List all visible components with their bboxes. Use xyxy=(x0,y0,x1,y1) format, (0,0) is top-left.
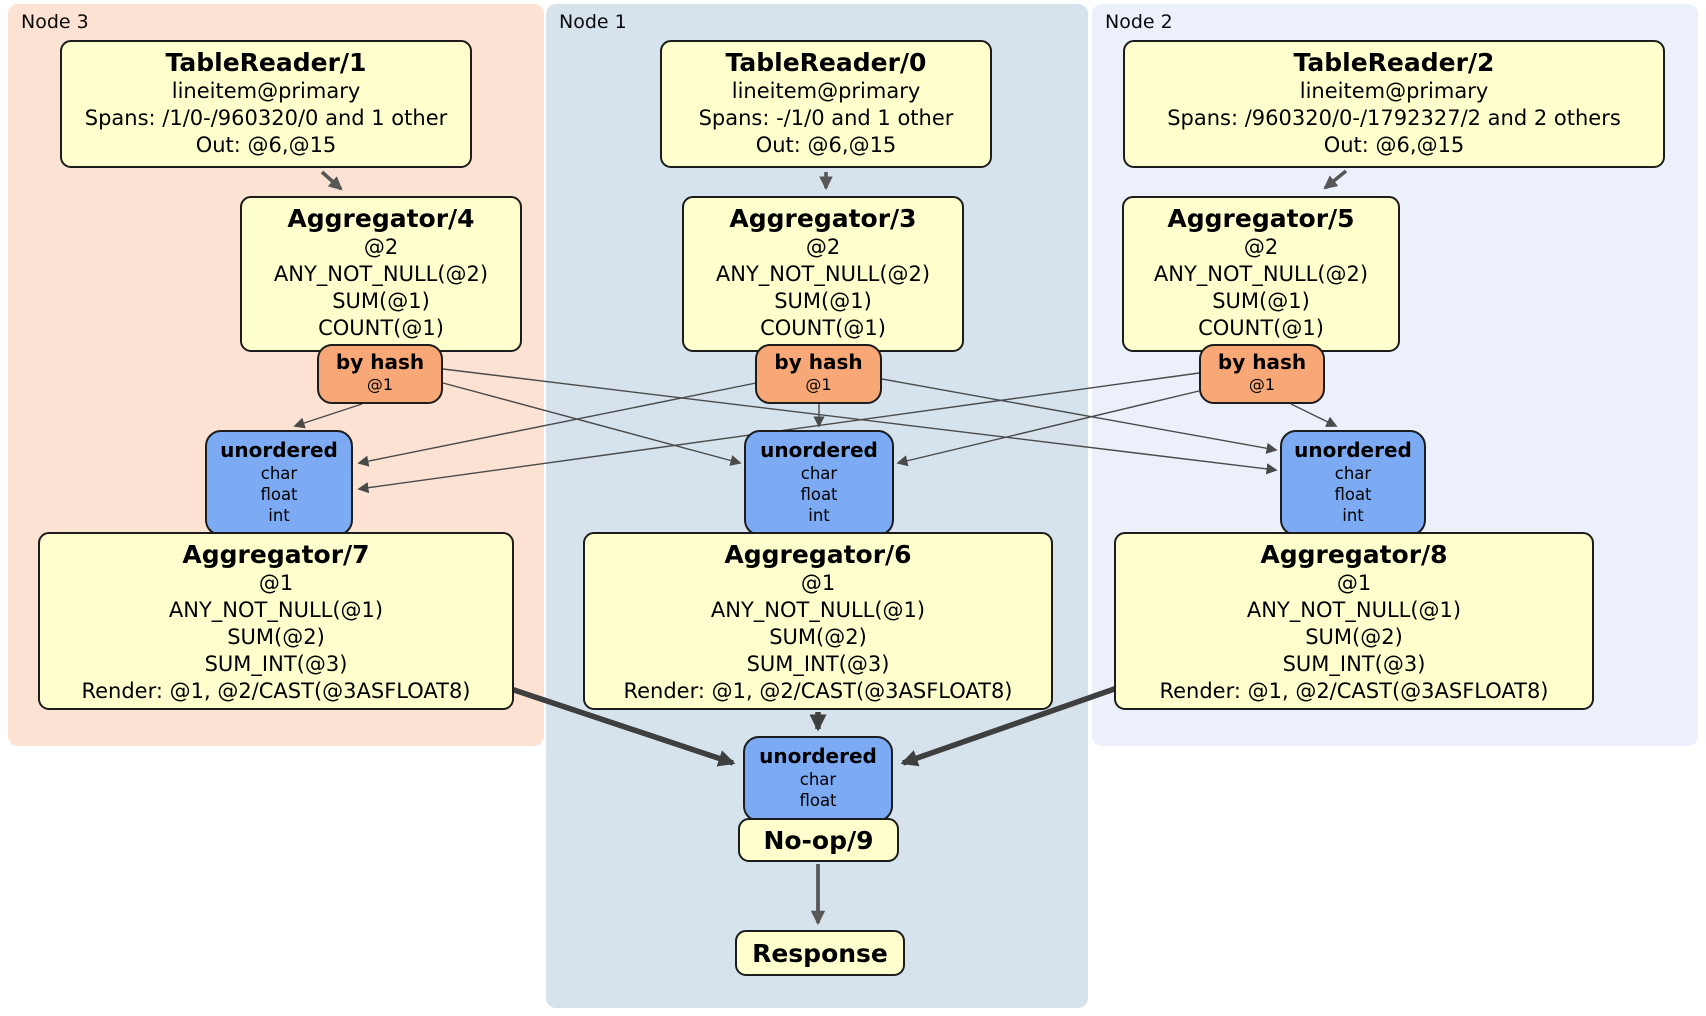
processor-line: Spans: /1/0-/960320/0 and 1 other xyxy=(84,106,448,130)
processor-aggregator-3: Aggregator/3 @2 ANY_NOT_NULL(@2) SUM(@1)… xyxy=(682,196,964,352)
sync-title: unordered xyxy=(220,438,338,462)
processor-title: TableReader/0 xyxy=(725,48,927,77)
processor-line: Render: @1, @2/CAST(@3ASFLOAT8) xyxy=(1159,679,1549,703)
sync-title: unordered xyxy=(760,438,878,462)
sync-column: float xyxy=(799,791,837,810)
sync-title: unordered xyxy=(759,744,877,768)
processor-line: SUM(@1) xyxy=(332,289,430,313)
processor-line: @1 xyxy=(258,571,294,595)
processor-title: Aggregator/7 xyxy=(182,540,370,569)
router-by-hash-node2: by hash @1 xyxy=(1199,344,1325,404)
processor-title: TableReader/2 xyxy=(1293,48,1495,77)
processor-line: COUNT(@1) xyxy=(1198,316,1324,340)
processor-aggregator-7: Aggregator/7 @1 ANY_NOT_NULL(@1) SUM(@2)… xyxy=(38,532,514,710)
processor-line: Out: @6,@15 xyxy=(755,133,897,157)
processor-line: SUM_INT(@3) xyxy=(1282,652,1426,676)
processor-line: SUM_INT(@3) xyxy=(204,652,348,676)
processor-title: TableReader/1 xyxy=(165,48,367,77)
processor-tablereader-0: TableReader/0 lineitem@primary Spans: -/… xyxy=(660,40,992,168)
processor-line: SUM(@1) xyxy=(1212,289,1310,313)
sync-unordered-node2: unordered char float int xyxy=(1280,430,1426,536)
sync-column: char xyxy=(1334,464,1372,483)
sync-column: char xyxy=(800,464,838,483)
processor-line: Spans: -/1/0 and 1 other xyxy=(698,106,954,130)
sync-column: int xyxy=(808,506,830,525)
processor-title: Aggregator/4 xyxy=(287,204,475,233)
processor-line: SUM(@2) xyxy=(227,625,325,649)
processor-line: SUM(@2) xyxy=(1305,625,1403,649)
processor-line: ANY_NOT_NULL(@1) xyxy=(168,598,384,622)
processor-line: SUM_INT(@3) xyxy=(746,652,890,676)
node3-label: Node 3 xyxy=(21,11,89,33)
processor-title: Aggregator/3 xyxy=(729,204,917,233)
sync-title: unordered xyxy=(1294,438,1412,462)
router-detail: @1 xyxy=(1248,375,1276,394)
processor-line: SUM(@1) xyxy=(774,289,872,313)
router-detail: @1 xyxy=(366,375,394,394)
processor-line: @1 xyxy=(1336,571,1372,595)
sync-column: float xyxy=(260,485,298,504)
processor-title: Aggregator/6 xyxy=(724,540,912,569)
processor-tablereader-2: TableReader/2 lineitem@primary Spans: /9… xyxy=(1123,40,1665,168)
router-title: by hash xyxy=(1217,350,1307,374)
sync-column: int xyxy=(1342,506,1364,525)
processor-line: ANY_NOT_NULL(@1) xyxy=(1246,598,1462,622)
processor-line: ANY_NOT_NULL(@2) xyxy=(273,262,489,286)
processor-line: COUNT(@1) xyxy=(318,316,444,340)
node1-label: Node 1 xyxy=(559,11,627,33)
sync-unordered-final: unordered char float xyxy=(743,736,893,822)
processor-aggregator-4: Aggregator/4 @2 ANY_NOT_NULL(@2) SUM(@1)… xyxy=(240,196,522,352)
router-by-hash-node1: by hash @1 xyxy=(755,344,882,404)
processor-noop-9: No-op/9 xyxy=(738,818,899,862)
processor-line: ANY_NOT_NULL(@2) xyxy=(715,262,931,286)
processor-line: lineitem@primary xyxy=(1299,79,1489,103)
processor-title: Aggregator/8 xyxy=(1260,540,1448,569)
sync-column: float xyxy=(1334,485,1372,504)
processor-line: COUNT(@1) xyxy=(760,316,886,340)
processor-line: ANY_NOT_NULL(@1) xyxy=(710,598,926,622)
processor-response: Response xyxy=(735,930,905,976)
sync-column: int xyxy=(268,506,290,525)
processor-line: @1 xyxy=(800,571,836,595)
processor-line: lineitem@primary xyxy=(731,79,921,103)
sync-column: char xyxy=(260,464,298,483)
processor-line: Out: @6,@15 xyxy=(195,133,337,157)
sync-column: char xyxy=(799,770,837,789)
processor-title: Response xyxy=(752,938,888,968)
router-by-hash-node3: by hash @1 xyxy=(317,344,443,404)
sync-column: float xyxy=(800,485,838,504)
aggregator-to-final-sync-edges xyxy=(510,684,1121,767)
processor-title: Aggregator/5 xyxy=(1167,204,1355,233)
sync-unordered-node1: unordered char float int xyxy=(744,430,894,536)
processor-tablereader-1: TableReader/1 lineitem@primary Spans: /1… xyxy=(60,40,472,168)
sync-unordered-node3: unordered char float int xyxy=(205,430,353,536)
processor-line: SUM(@2) xyxy=(769,625,867,649)
processor-line: Render: @1, @2/CAST(@3ASFLOAT8) xyxy=(623,679,1013,703)
processor-title: No-op/9 xyxy=(763,825,874,855)
processor-line: Out: @6,@15 xyxy=(1323,133,1465,157)
processor-aggregator-8: Aggregator/8 @1 ANY_NOT_NULL(@1) SUM(@2)… xyxy=(1114,532,1594,710)
processor-line: Render: @1, @2/CAST(@3ASFLOAT8) xyxy=(81,679,471,703)
router-title: by hash xyxy=(774,350,863,374)
processor-line: @2 xyxy=(1243,235,1279,259)
processor-aggregator-6: Aggregator/6 @1 ANY_NOT_NULL(@1) SUM(@2)… xyxy=(583,532,1053,710)
processor-line: @2 xyxy=(805,235,841,259)
processor-line: Spans: /960320/0-/1792327/2 and 2 others xyxy=(1167,106,1621,130)
processor-line: ANY_NOT_NULL(@2) xyxy=(1153,262,1369,286)
router-detail: @1 xyxy=(805,375,832,394)
router-title: by hash xyxy=(335,350,425,374)
processor-line: lineitem@primary xyxy=(171,79,361,103)
processor-aggregator-5: Aggregator/5 @2 ANY_NOT_NULL(@2) SUM(@1)… xyxy=(1122,196,1400,352)
tablereader-to-aggregator-edges xyxy=(320,169,1348,191)
processor-line: @2 xyxy=(363,235,399,259)
node2-label: Node 2 xyxy=(1105,11,1173,33)
